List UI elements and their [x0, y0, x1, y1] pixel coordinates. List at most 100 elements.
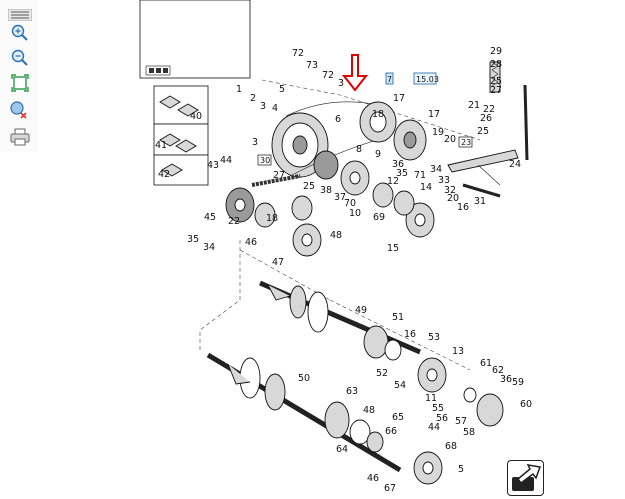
callout: 49 [355, 305, 367, 316]
callout: 25 [303, 181, 315, 192]
callout: 19 [432, 127, 444, 138]
callout: 17 [393, 93, 405, 104]
callout: 26 [480, 113, 492, 124]
upper-auger-shaft [259, 280, 421, 361]
callout: 47 [272, 257, 284, 268]
callout: 63 [346, 386, 358, 397]
callout: 64 [336, 444, 348, 455]
callout: 18 [372, 109, 384, 120]
lower-auger-shaft [206, 352, 443, 485]
next-page-arrow-icon [512, 464, 542, 491]
tensioner-arm [447, 61, 529, 198]
callout: 66 [385, 426, 397, 437]
callout: 58 [463, 427, 475, 438]
callout: 20 [444, 134, 456, 145]
zoom-out-button[interactable] [4, 45, 36, 71]
bearing-flanges-lower [417, 357, 504, 427]
callout: 46 [367, 473, 379, 484]
callout: 55 [432, 403, 444, 414]
reference-tags: 7 15.03 30 23 [257, 72, 473, 166]
callout: 16 [404, 329, 416, 340]
callout: 44 [428, 422, 440, 433]
callout: 31 [474, 196, 486, 207]
chain-link-inset [153, 85, 209, 186]
callout: 22 [483, 104, 495, 115]
callout: 73 [306, 60, 318, 71]
ref-tag-15-03: 15.03 [416, 75, 439, 84]
next-page-button[interactable] [507, 460, 544, 496]
callout: 51 [392, 312, 404, 323]
callout: 67 [384, 483, 396, 494]
callout: 69 [373, 212, 385, 223]
bearing-flanges-upper [254, 190, 435, 257]
callout: 24 [509, 159, 521, 170]
highlight-arrow [341, 54, 369, 92]
fit-to-page-button[interactable] [4, 70, 36, 96]
callout: 4 [272, 103, 278, 114]
printer-icon [10, 128, 30, 146]
callout: 18 [266, 213, 278, 224]
callout: 50 [298, 373, 310, 384]
callout: 28 [490, 59, 502, 70]
callout: 29 [490, 46, 502, 57]
print-button[interactable] [4, 124, 36, 150]
fit-to-page-icon [11, 74, 29, 92]
callout: 11 [425, 393, 437, 404]
callout: 2 [250, 93, 256, 104]
callout: 34 [430, 164, 442, 175]
menu-toggle-button[interactable] [4, 2, 36, 28]
callout: 14 [420, 182, 432, 193]
callout: 1 [236, 84, 242, 95]
callout: 34 [203, 242, 215, 253]
callout: 21 [468, 100, 480, 111]
callout: 25 [490, 76, 502, 87]
callout: 32 [444, 185, 456, 196]
hamburger-icon [8, 9, 32, 21]
callout: 9 [375, 149, 381, 160]
preview-frame [139, 0, 251, 79]
callout: 59 [512, 377, 524, 388]
callout: 72 [322, 70, 334, 81]
callout: 22 [228, 216, 240, 227]
callout: 65 [392, 412, 404, 423]
callout: 46 [245, 237, 257, 248]
callout: 35 [187, 234, 199, 245]
sprocket-set [225, 150, 394, 223]
pulley-assembly [271, 101, 427, 178]
callout: 48 [330, 230, 342, 241]
callout: 16 [457, 202, 469, 213]
zoom-out-icon [11, 49, 28, 66]
callout: 61 [480, 358, 492, 369]
ref-tag-23: 23 [461, 138, 471, 147]
callout: 53 [428, 332, 440, 343]
ref-tag-30: 30 [260, 156, 270, 165]
zoom-clear-icon [10, 101, 27, 119]
callout: 5 [458, 464, 464, 475]
callout: 3 [338, 78, 344, 89]
zoom-reset-button[interactable] [4, 97, 36, 123]
zoom-in-button[interactable] [4, 20, 36, 46]
callout: 52 [376, 368, 388, 379]
callout: 12 [387, 176, 399, 187]
ref-tag-7: 7 [387, 75, 392, 84]
callout: 15 [387, 243, 399, 254]
callout: 44 [220, 155, 232, 166]
callout: 13 [452, 346, 464, 357]
callout: 20 [447, 193, 459, 204]
callout: 71 [414, 170, 426, 181]
callout: 35 [396, 168, 408, 179]
callout: 42 [158, 169, 170, 180]
callout: 3 [260, 101, 266, 112]
callout: 41 [155, 140, 167, 151]
callout: 56 [436, 413, 448, 424]
callout: 57 [455, 416, 467, 427]
callout: 37 [334, 192, 346, 203]
callout: 27 [273, 170, 285, 181]
zoom-in-icon [11, 24, 28, 41]
callout: 45 [204, 212, 216, 223]
callout: 10 [349, 208, 361, 219]
callout: 6 [335, 114, 341, 125]
callout: 8 [356, 144, 362, 155]
callout: 3 [252, 137, 258, 148]
